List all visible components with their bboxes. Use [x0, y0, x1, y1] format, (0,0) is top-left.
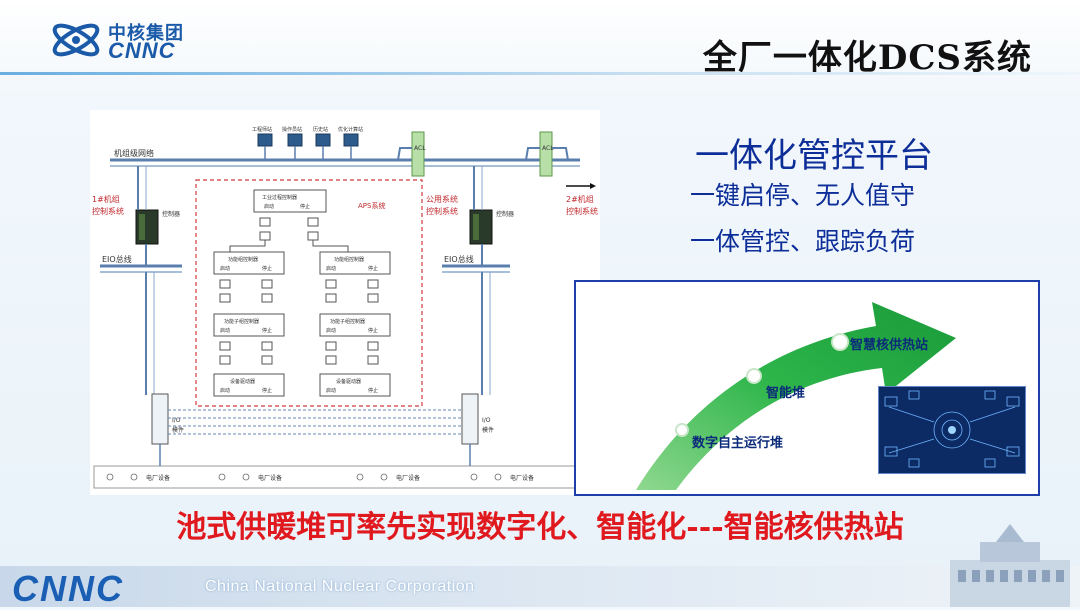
- station-label-3: 优化计算站: [338, 126, 363, 133]
- unit2-label-1: 2#机组: [566, 194, 594, 204]
- building-icon: [950, 524, 1070, 607]
- footer-brand: CNNC: [12, 568, 124, 609]
- device-driver-block-right: [319, 373, 391, 397]
- stage-dot-1: [675, 423, 689, 437]
- io-module-right: [461, 393, 479, 445]
- network-label: 机组级网络: [114, 148, 154, 158]
- unit2-label-2: 控制系统: [566, 206, 598, 216]
- svg-text:模件: 模件: [482, 426, 494, 434]
- plant-equipment-label-3: 电厂设备: [510, 474, 534, 482]
- unit1-controller-label: 控制器: [162, 210, 180, 218]
- acl-label-right: ACL: [542, 145, 554, 152]
- eio-label-left: EIO总线: [102, 254, 132, 264]
- public-controller-label: 控制器: [496, 210, 514, 218]
- svg-text:I/O: I/O: [172, 417, 181, 424]
- unit1-label-2: 控制系统: [92, 206, 124, 216]
- svg-text:停止: 停止: [368, 265, 378, 272]
- stage-dot-3: [831, 333, 849, 351]
- svg-text:设备驱动器: 设备驱动器: [336, 378, 361, 385]
- svg-text:设备驱动器: 设备驱动器: [230, 378, 255, 385]
- slogan-main: 一体化管控平台: [695, 136, 933, 176]
- eio-label-right: EIO总线: [444, 254, 474, 264]
- atom-logo-icon: [52, 23, 100, 57]
- plant-equipment-label-1: 电厂设备: [258, 474, 282, 482]
- bottom-banner: 池式供暖堆可率先实现数字化、智能化---智能核供热站: [176, 510, 904, 545]
- acl-block-left: [411, 131, 425, 177]
- func-group-block-left: [213, 251, 285, 275]
- station-monitors: 工程师站 操作员站 历史站 优化计算站: [252, 126, 363, 160]
- svg-text:启动: 启动: [220, 265, 230, 272]
- svg-text:停止: 停止: [368, 387, 378, 394]
- public-label-2: 控制系统: [426, 206, 458, 216]
- footer: CNNC China National Nuclear Corporation: [0, 524, 1080, 609]
- func-group-block-right: [319, 251, 391, 275]
- slogan-line-1: 一键启停、无人值守: [690, 181, 916, 210]
- aps-system-box: [195, 179, 423, 407]
- acl-label-left: ACL: [414, 145, 426, 152]
- svg-text:启动: 启动: [326, 265, 336, 272]
- acl-block-right: [539, 131, 553, 177]
- device-driver-block-left: [213, 373, 285, 397]
- station-label-0: 工程师站: [252, 126, 272, 133]
- logo-chinese-text: 中核集团: [108, 23, 184, 44]
- svg-text:工业过程控制器: 工业过程控制器: [262, 194, 297, 201]
- svg-text:停止: 停止: [262, 327, 272, 334]
- stage-label-3: 智慧核供热站: [850, 338, 929, 353]
- unit1-label-1: 1#机组: [92, 194, 120, 204]
- slogan-line-2: 一体管控、跟踪负荷: [690, 227, 916, 256]
- public-label-1: 公用系统: [426, 194, 458, 204]
- cnnc-logo: 中核集团 CNNC: [48, 16, 218, 64]
- footer-corporation-name: China National Nuclear Corporation: [205, 578, 475, 595]
- stage-label-1: 数字自主运行堆: [692, 436, 784, 451]
- dcs-architecture-diagram: 机组级网络 工程师站 操作员站 历史站 优化计算站: [90, 110, 600, 495]
- process-controller-block: [253, 189, 327, 213]
- development-roadmap-panel: 数字自主运行堆 智能堆 智慧核供热站: [574, 280, 1040, 496]
- svg-text:停止: 停止: [300, 203, 310, 210]
- svg-text:停止: 停止: [262, 265, 272, 272]
- plant-equipment-label-2: 电厂设备: [396, 474, 420, 482]
- svg-text:模件: 模件: [172, 426, 184, 434]
- svg-text:启动: 启动: [326, 387, 336, 394]
- logo-english-text: CNNC: [108, 38, 176, 63]
- func-subgroup-block-left: [213, 313, 285, 337]
- svg-text:停止: 停止: [262, 387, 272, 394]
- page-title: 全厂一体化DCS系统: [702, 38, 1032, 78]
- valve-icons: [106, 473, 502, 481]
- func-subgroup-block-right: [319, 313, 391, 337]
- stage-dot-2: [746, 368, 762, 384]
- plant-equipment-label-0: 电厂设备: [146, 474, 170, 482]
- svg-text:启动: 启动: [220, 327, 230, 334]
- svg-text:功能子组控制器: 功能子组控制器: [330, 318, 365, 325]
- station-label-2: 历史站: [313, 126, 328, 133]
- smart-tech-illustration: [878, 386, 1026, 474]
- header: 中核集团 CNNC 全厂一体化DCS系统: [0, 0, 1080, 96]
- roadmap-arrow: [636, 302, 956, 490]
- svg-text:功能组控制器: 功能组控制器: [228, 256, 258, 263]
- io-module-left: [151, 393, 169, 445]
- aps-label: APS系统: [358, 201, 385, 210]
- stage-label-2: 智能堆: [766, 386, 806, 401]
- svg-text:启动: 启动: [264, 203, 274, 210]
- svg-text:I/O: I/O: [482, 417, 491, 424]
- svg-text:停止: 停止: [368, 327, 378, 334]
- svg-text:功能组控制器: 功能组控制器: [334, 256, 364, 263]
- svg-text:启动: 启动: [326, 327, 336, 334]
- header-divider: [0, 72, 1080, 75]
- station-label-1: 操作员站: [282, 126, 302, 133]
- svg-text:启动: 启动: [220, 387, 230, 394]
- svg-text:功能子组控制器: 功能子组控制器: [224, 318, 259, 325]
